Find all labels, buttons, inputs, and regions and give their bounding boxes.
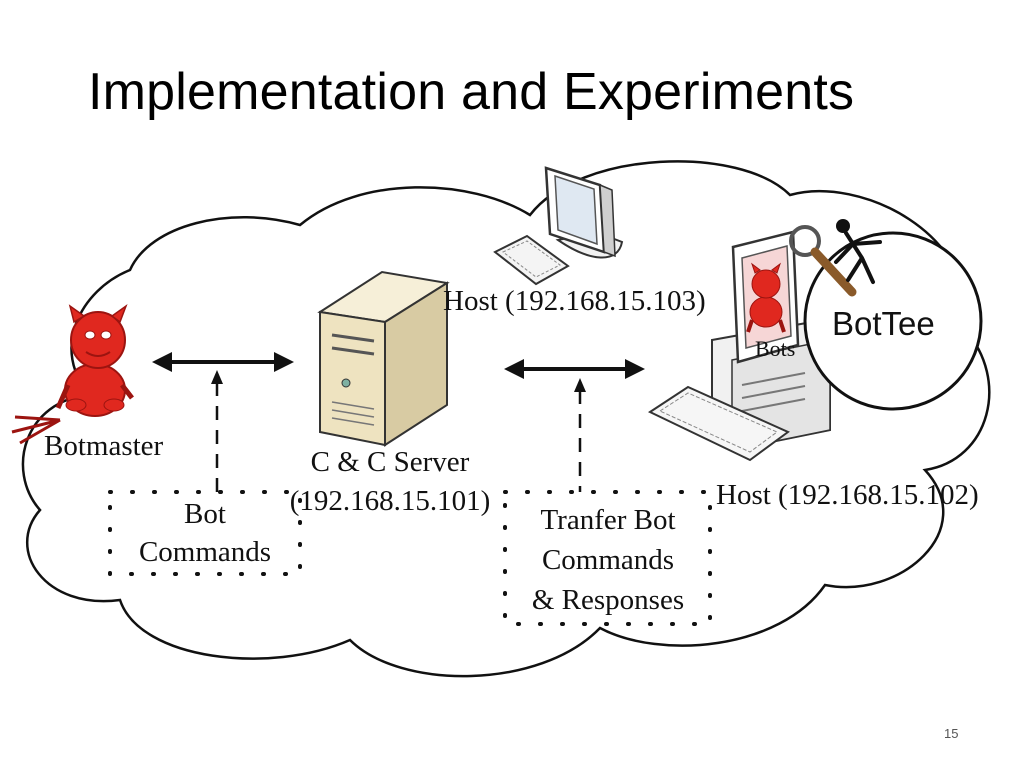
server-host-arrow <box>504 359 645 379</box>
bot-commands-pointer <box>211 370 223 495</box>
transfer-pointer <box>574 378 586 492</box>
host-103-computer-icon <box>493 166 624 286</box>
page-number: 15 <box>944 726 959 741</box>
botmaster-label: Botmaster <box>44 430 164 462</box>
cc-server-ip-label: (192.168.15.101) <box>289 485 491 517</box>
bot-commands-label-line2: Commands <box>138 536 272 568</box>
bottee-figure-icon <box>834 219 882 284</box>
transfer-label-line2: Commands <box>541 544 675 576</box>
bottee-label: BotTee <box>832 305 935 342</box>
slide-title: Implementation and Experiments <box>88 63 855 121</box>
transfer-box <box>503 490 712 626</box>
host-102-label: Host (192.168.15.102) <box>716 479 979 511</box>
botmaster-server-arrow <box>152 352 294 372</box>
bots-label: Bots <box>755 336 796 361</box>
transfer-label-line1: Tranfer Bot <box>540 504 676 536</box>
host-103-label: Host (192.168.15.103) <box>443 285 706 317</box>
network-cloud <box>21 160 991 678</box>
botmaster-devil-icon <box>11 303 134 445</box>
bot-commands-label-line1: Bot <box>184 498 226 530</box>
cc-server-name-label: C & C Server <box>310 446 470 478</box>
transfer-label-line3: & Responses <box>531 584 685 616</box>
cc-server-icon <box>317 270 450 447</box>
bot-devil-icon <box>746 262 786 333</box>
